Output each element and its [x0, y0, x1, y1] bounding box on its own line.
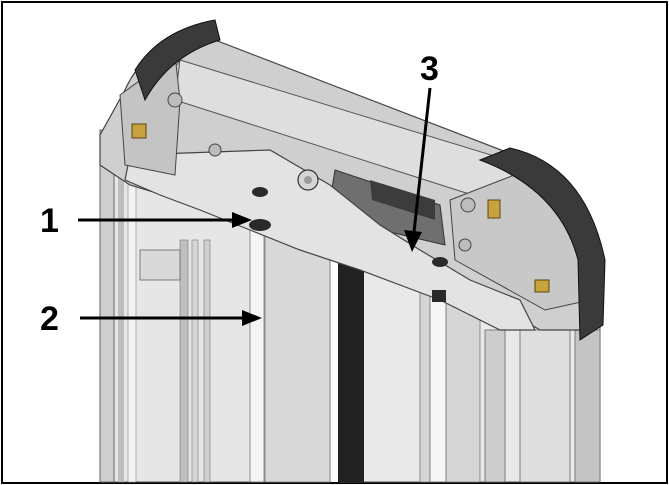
callout-1-label: 1	[40, 202, 59, 240]
bushing-3	[432, 257, 448, 267]
bushing-1	[249, 219, 271, 231]
callout-3-label: 3	[420, 50, 439, 88]
arrow-1-head	[232, 212, 252, 228]
bushing-1b	[252, 187, 268, 197]
arrow-3	[412, 87, 432, 233]
bracket-left	[131, 123, 147, 139]
callout-arrows	[78, 87, 432, 326]
left-end-cap	[134, 19, 221, 102]
center-rod	[338, 230, 364, 482]
top-housing	[99, 39, 601, 331]
callout-2-label: 2	[40, 300, 59, 338]
right-end-cap	[478, 147, 606, 341]
arrow-3-head	[404, 230, 422, 252]
bracket-right-upper	[487, 199, 501, 219]
bracket-right-lower	[534, 279, 550, 293]
bushing-lower	[432, 290, 446, 302]
arrow-2-head	[242, 310, 262, 326]
